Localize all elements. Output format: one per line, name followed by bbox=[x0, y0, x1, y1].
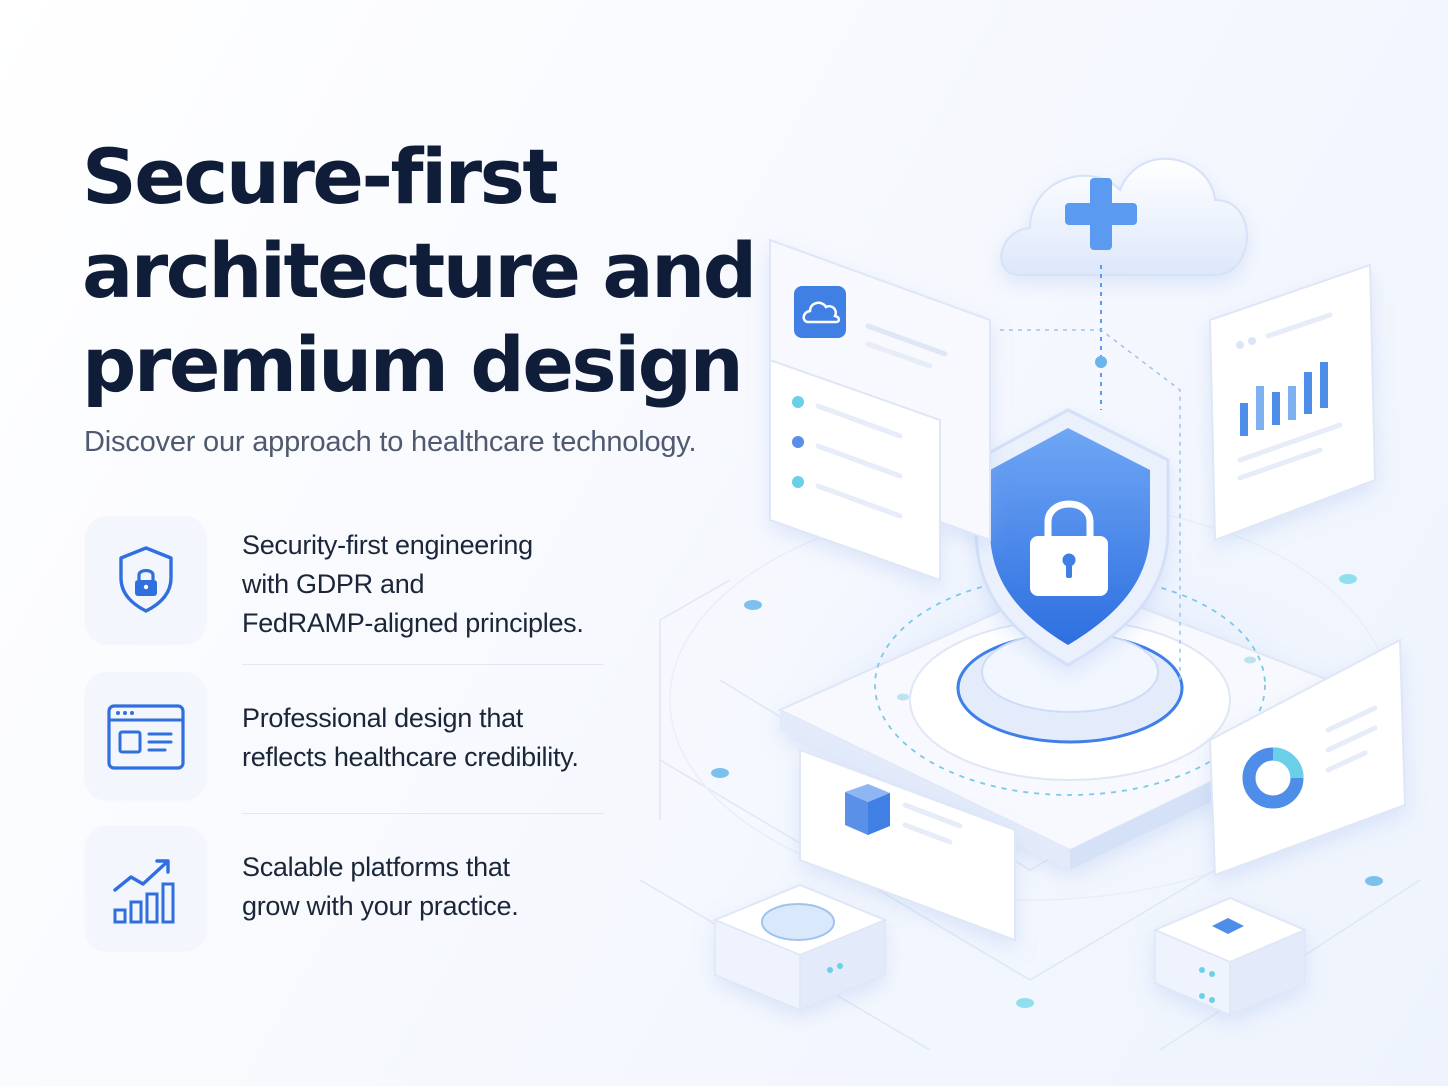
hero-title-line-1: Secure-first bbox=[82, 132, 559, 221]
medical-cross-icon bbox=[1065, 178, 1137, 250]
hero-title-line-3: premium design bbox=[82, 320, 744, 409]
hero-title-line-2: architecture and bbox=[82, 226, 757, 315]
cube-card bbox=[799, 748, 1016, 942]
growth-chart-icon bbox=[113, 859, 175, 924]
feature-icon-tile bbox=[85, 516, 206, 643]
server-block-right bbox=[1152, 896, 1308, 1017]
feature-text-scalability: Scalable platforms that grow with your p… bbox=[242, 852, 519, 921]
security-architecture-illustration bbox=[639, 157, 1421, 1051]
feature-text-design: Professional design that reflects health… bbox=[242, 703, 579, 772]
feature-divider bbox=[242, 813, 604, 814]
dashed-ring bbox=[874, 574, 1266, 796]
server-block-left bbox=[712, 883, 888, 1012]
left-info-cards bbox=[769, 238, 991, 582]
hero-subtitle: Discover our approach to healthcare tech… bbox=[84, 426, 697, 458]
donut-chart-card bbox=[1208, 638, 1407, 877]
feature-divider bbox=[242, 664, 604, 665]
shield-lock-icon bbox=[119, 546, 173, 613]
bar-chart-card bbox=[1208, 263, 1377, 542]
network-nodes bbox=[711, 574, 1383, 1008]
feature-icon-tile bbox=[85, 826, 206, 950]
pedestal bbox=[909, 619, 1231, 781]
browser-window-icon bbox=[107, 704, 185, 770]
feature-text-security: Security-first engineering with GDPR and… bbox=[242, 530, 584, 638]
feature-icon-tile bbox=[85, 672, 206, 799]
padlock-icon bbox=[1030, 500, 1108, 596]
hero-title: Secure-first architecture and premium de… bbox=[82, 130, 762, 412]
